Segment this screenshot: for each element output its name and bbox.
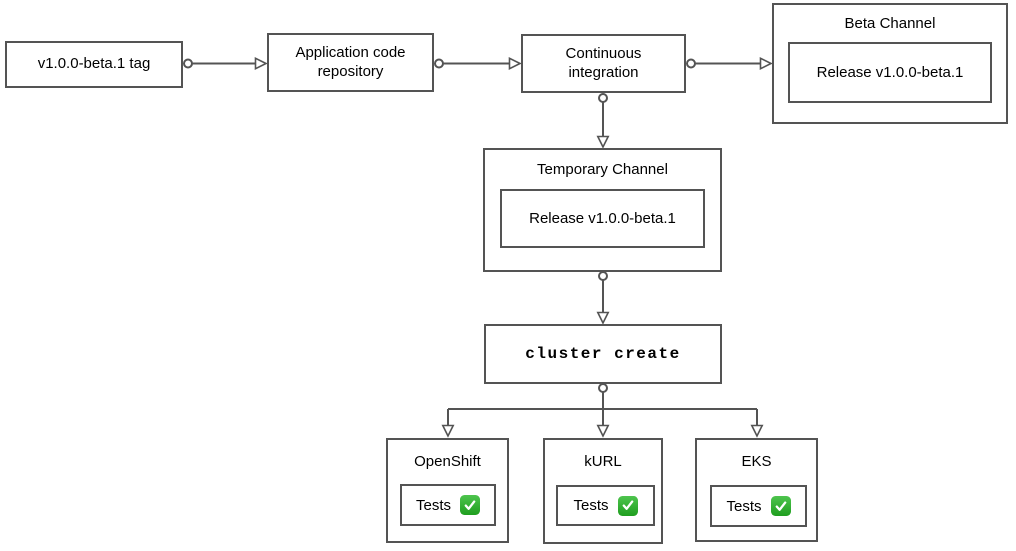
arrowhead-icon (508, 57, 522, 70)
node-cluster-create: cluster create (484, 324, 722, 384)
node-app-code-repository: Application code repository (267, 33, 434, 92)
arrowhead-icon (759, 57, 773, 70)
container-temporary-channel: Temporary Channel Release v1.0.0-beta.1 (483, 148, 722, 272)
arrowhead-icon (596, 424, 610, 438)
container-cluster-openshift: OpenShift Tests (386, 438, 509, 543)
beta-channel-release-box: Release v1.0.0-beta.1 (788, 42, 992, 103)
arrowhead-icon (596, 311, 610, 325)
cluster-kurl-title: kURL (584, 453, 622, 470)
tests-label: Tests (573, 497, 609, 514)
node-version-tag-label: v1.0.0-beta.1 tag (37, 55, 151, 73)
tests-label: Tests (415, 496, 451, 514)
container-cluster-eks: EKS Tests (695, 438, 818, 542)
arrowhead-icon (254, 57, 268, 70)
node-cluster-create-label: cluster create (525, 345, 681, 363)
arrowhead-icon (596, 135, 610, 149)
connector-repo-to-ci (434, 57, 522, 70)
temporary-channel-title: Temporary Channel (537, 161, 668, 178)
connector-cluster-create-to-clusters (441, 383, 764, 438)
node-version-tag: v1.0.0-beta.1 tag (5, 41, 183, 88)
arrowhead-icon (750, 424, 764, 438)
container-beta-channel: Beta Channel Release v1.0.0-beta.1 (772, 3, 1008, 124)
connector-temporary-channel-to-cluster-create (596, 271, 610, 325)
tests-label: Tests (726, 497, 762, 515)
connector-tag-to-repo (183, 57, 268, 70)
check-mark-button-icon (617, 495, 638, 516)
check-mark-button-icon (770, 496, 791, 516)
connector-ci-to-beta-channel (686, 57, 773, 70)
cluster-kurl-tests-box: Tests (556, 485, 655, 526)
cluster-openshift-title: OpenShift (414, 453, 481, 470)
temporary-channel-release-label: Release v1.0.0-beta.1 (529, 210, 676, 227)
arrowhead-icon (441, 424, 455, 438)
connector-ci-to-temporary-channel (596, 93, 610, 149)
temporary-channel-release-box: Release v1.0.0-beta.1 (500, 189, 705, 248)
check-mark-button-icon (460, 495, 480, 515)
cluster-eks-tests-box: Tests (710, 485, 807, 527)
beta-channel-release-label: Release v1.0.0-beta.1 (816, 64, 964, 81)
node-continuous-integration: Continuous integration (521, 34, 686, 93)
node-continuous-integration-label: Continuous integration (565, 44, 642, 81)
beta-channel-title: Beta Channel (844, 15, 936, 32)
container-cluster-kurl: kURL Tests (543, 438, 663, 544)
node-app-code-repository-label: Application code repository (295, 43, 406, 80)
cluster-openshift-tests-box: Tests (400, 484, 496, 526)
cluster-eks-title: EKS (741, 453, 772, 470)
